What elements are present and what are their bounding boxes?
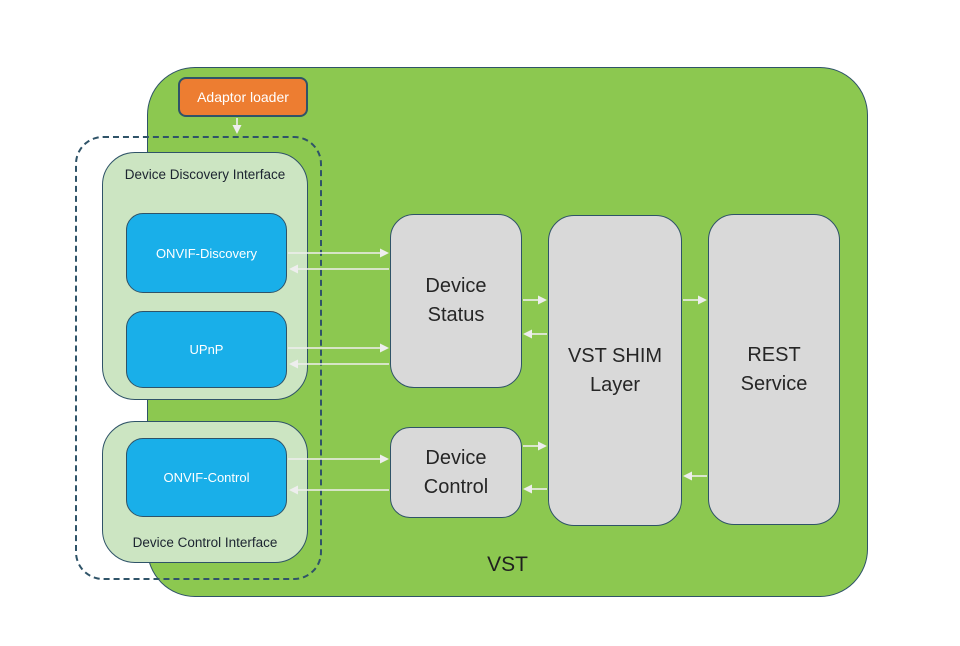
vst-shim-label-line2: Layer <box>589 373 641 396</box>
device-control-label-line2: Control <box>423 475 489 498</box>
onvif-control-box: ONVIF-Control <box>126 438 287 517</box>
onvif-discovery-box: ONVIF-Discovery <box>126 213 287 293</box>
device-status-label-line2: Status <box>427 304 485 326</box>
vst-shim-layer-box: VST SHIM Layer <box>548 215 682 526</box>
onvif-discovery-label: ONVIF-Discovery <box>155 245 258 261</box>
device-control-label-line1: Device <box>425 446 487 469</box>
device-status-label-line1: Device <box>425 275 487 297</box>
adaptor-loader-label: Adaptor loader <box>197 89 289 105</box>
upnp-box: UPnP <box>126 311 287 388</box>
rest-service-box: REST Service <box>708 214 840 525</box>
device-control-box: Device Control <box>390 427 522 518</box>
vst-title: VST <box>487 553 528 576</box>
device-status-box: Device Status <box>390 214 522 388</box>
vst-shim-label-line1: VST SHIM <box>567 344 663 367</box>
device-discovery-interface-label: Device Discovery Interface <box>124 167 286 182</box>
plugin-dashed-boundary <box>75 136 322 580</box>
onvif-control-label: ONVIF-Control <box>163 470 250 485</box>
rest-service-label-line2: Service <box>740 372 808 395</box>
adaptor-loader-box: Adaptor loader <box>178 77 308 117</box>
device-control-interface-label: Device Control Interface <box>132 535 278 550</box>
rest-service-label-line1: REST <box>747 343 801 366</box>
upnp-label: UPnP <box>189 342 224 357</box>
